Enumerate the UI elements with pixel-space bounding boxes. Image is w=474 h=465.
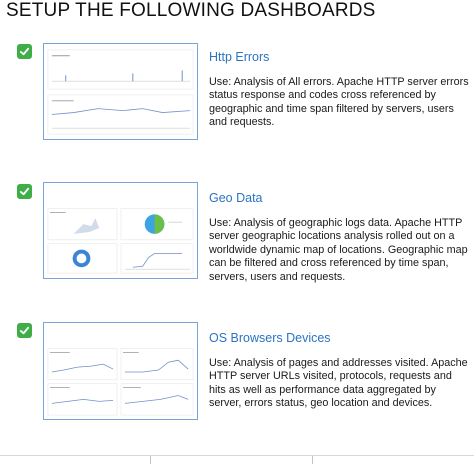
thumbnail-preview: [47, 49, 194, 135]
dashboard-title[interactable]: Geo Data: [209, 191, 263, 205]
checkmark-icon: [19, 326, 30, 335]
dashboard-description: Use: Analysis of All errors. Apache HTTP…: [209, 76, 469, 129]
dashboard-thumbnail-os-browsers-devices[interactable]: [43, 322, 198, 420]
page-title: SETUP THE FOLLOWING DASHBOARDS: [6, 0, 376, 21]
dashboard-title[interactable]: OS Browsers Devices: [209, 331, 331, 345]
footer-tick: [312, 456, 313, 464]
checkbox-http-errors[interactable]: [17, 44, 32, 59]
dashboard-title[interactable]: Http Errors: [209, 50, 270, 64]
checkbox-os-browsers-devices[interactable]: [17, 323, 32, 338]
dashboard-description: Use: Analysis of pages and addresses vis…: [209, 357, 468, 410]
footer-divider: [0, 455, 474, 456]
dashboard-thumbnail-geo-data[interactable]: [43, 182, 198, 279]
checkmark-icon: [19, 187, 30, 196]
checkbox-geo-data[interactable]: [17, 184, 32, 199]
thumbnail-preview: [47, 348, 194, 416]
checkmark-icon: [19, 47, 30, 56]
dashboard-description: Use: Analysis of geographic logs data. A…: [209, 217, 468, 283]
footer-tick: [150, 456, 151, 464]
dashboard-thumbnail-http-errors[interactable]: [43, 43, 198, 140]
thumbnail-preview: [47, 208, 194, 274]
